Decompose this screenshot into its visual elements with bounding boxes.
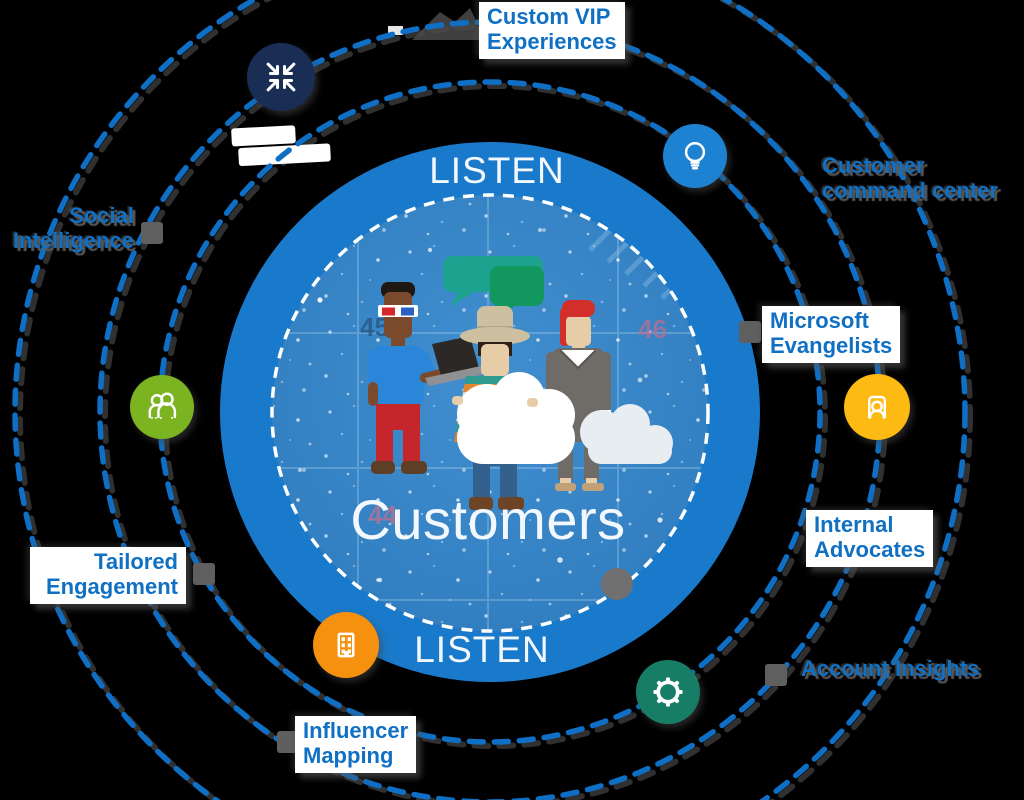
shadow-blob	[412, 8, 485, 40]
label-internal-advocates: Internal Advocates	[806, 510, 934, 567]
label-custom-vip-experiences: Custom VIP Experiences	[479, 2, 625, 59]
listen-top-text: LISTEN	[429, 150, 565, 191]
converge-icon	[247, 43, 315, 111]
person-left	[368, 282, 485, 474]
gear-icon	[636, 660, 700, 724]
photo-number: 46	[638, 314, 667, 344]
people-icon	[130, 375, 194, 439]
lightbulb-icon	[663, 124, 727, 188]
customers-title: Customers	[350, 488, 626, 551]
building-icon	[313, 612, 379, 678]
listen-bottom-text: LISTEN	[414, 629, 550, 670]
orbit-markers	[141, 222, 787, 753]
label-microsoft-evangelists: Microsoft Evangelists	[762, 306, 901, 363]
cloud	[452, 372, 673, 464]
photo-number: 44	[368, 500, 397, 530]
label-social-intelligence: Social Intelligence	[12, 203, 134, 254]
label-customer-command-center: Customer command center	[822, 153, 999, 204]
photo-dashed-border	[270, 193, 710, 633]
label-account-insights: Account Insights	[801, 656, 980, 681]
contact-badge-icon	[844, 374, 910, 440]
label-tailored-engagement: Tailored Engagement	[30, 547, 186, 604]
orbit-outer	[12, 0, 968, 800]
speech-bubbles	[443, 256, 544, 320]
label-influencer-mapping: Influencer Mapping	[295, 716, 417, 773]
white-blob	[388, 26, 403, 35]
